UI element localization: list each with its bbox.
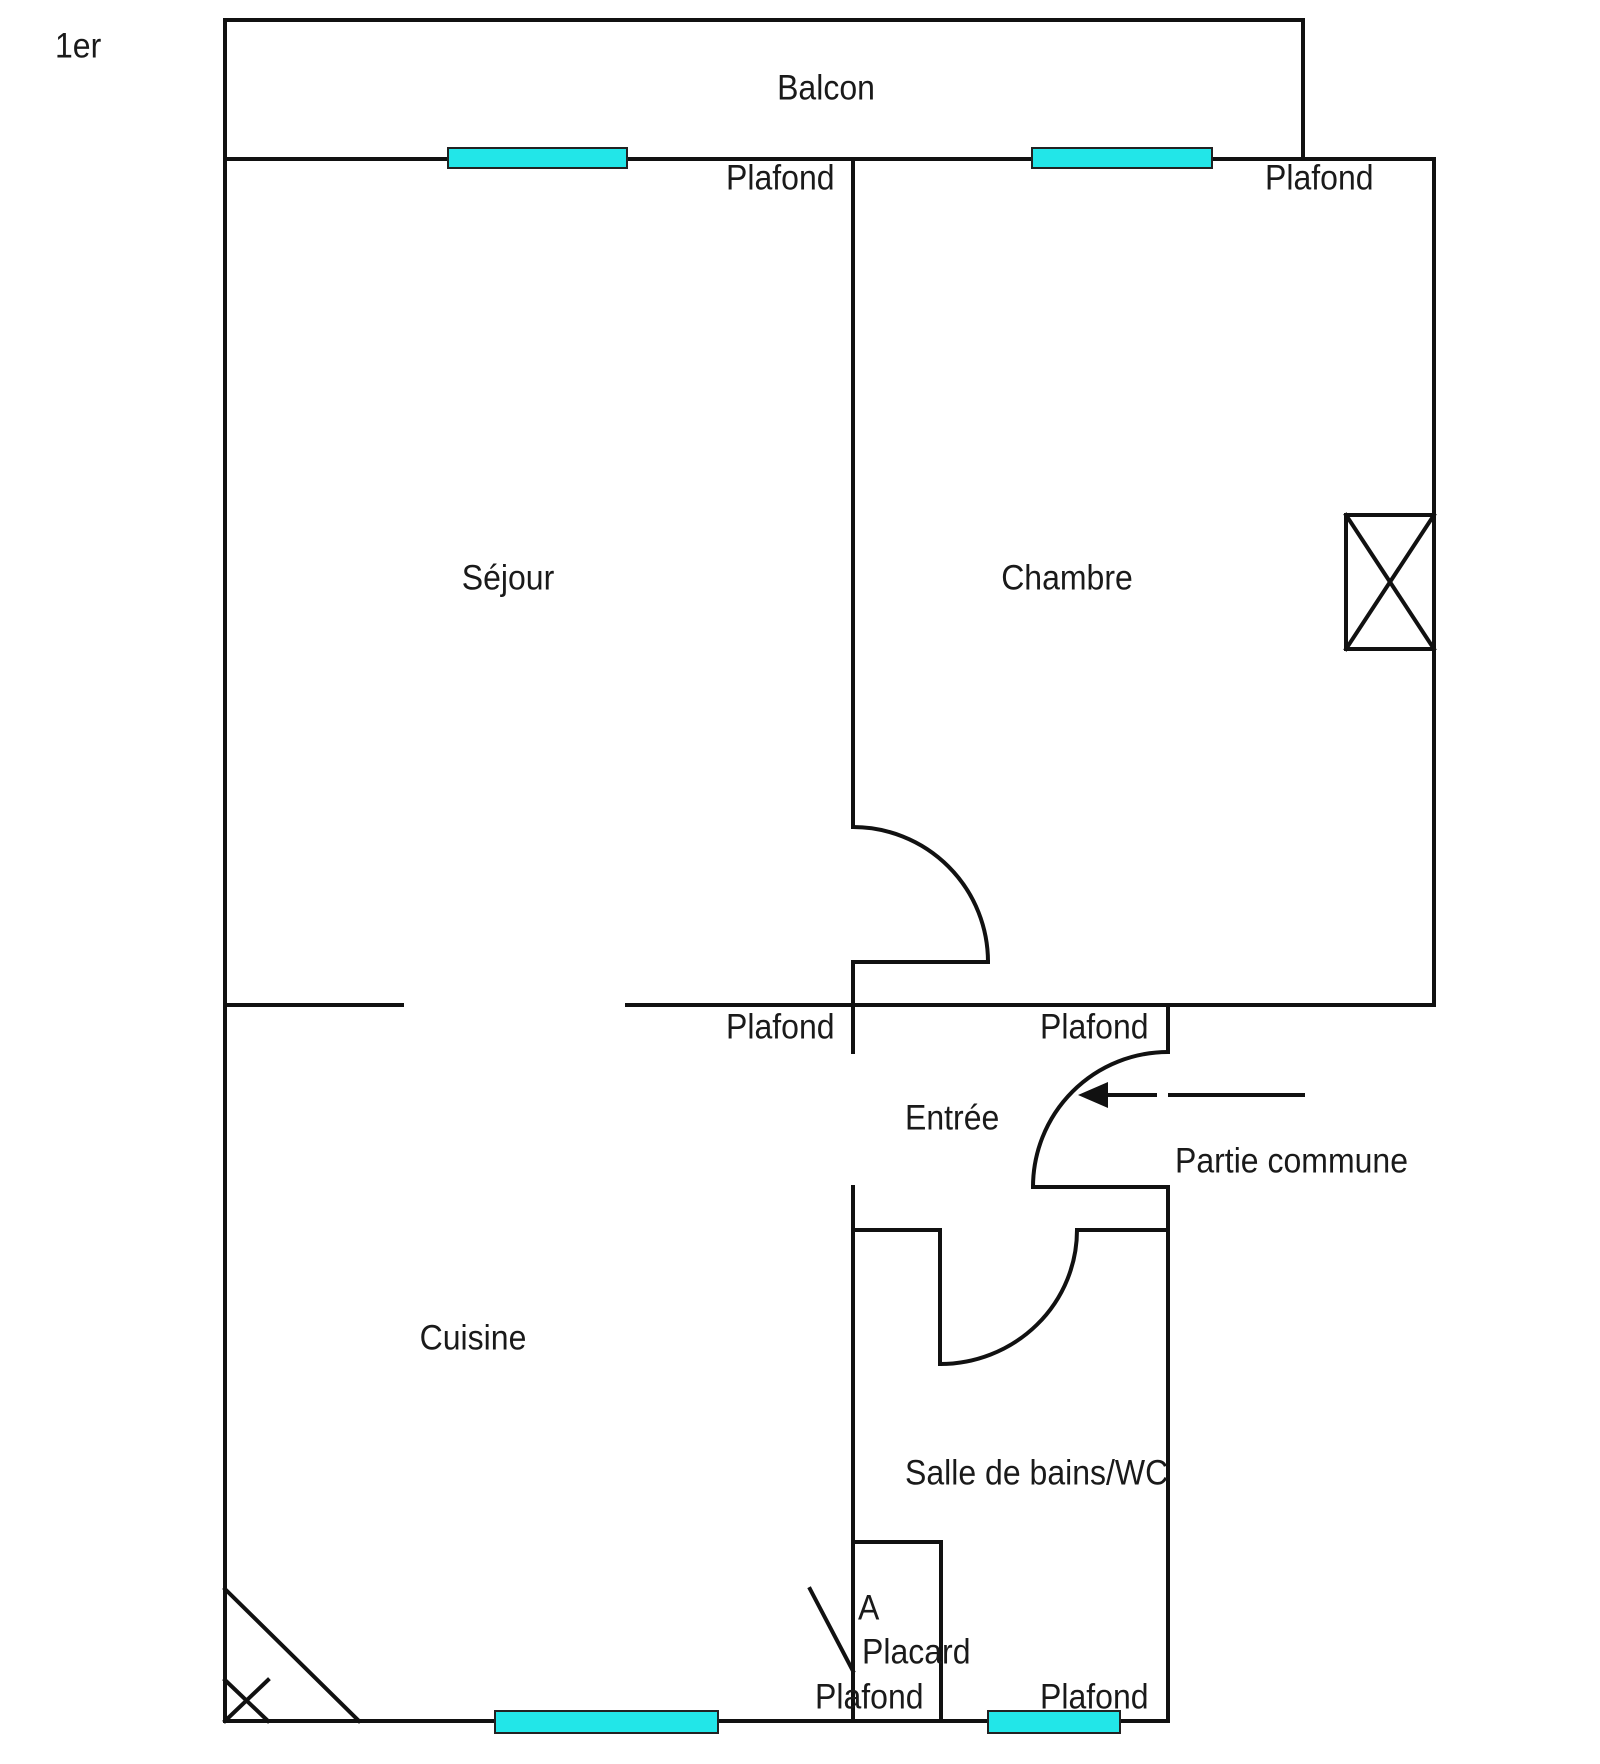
window-sejour [447,147,628,169]
door-chambre-swing [850,824,991,965]
label-partie-commune: Partie commune [1175,1140,1408,1181]
door-bath-swing [937,1227,1080,1367]
label-plafond: Plafond [1265,157,1374,198]
label-plafond: Plafond [726,157,835,198]
room-label-entree: Entrée [905,1097,1000,1138]
room-label-sejour: Séjour [461,557,555,598]
label-plafond: Plafond [726,1006,835,1047]
room-label-placard: Placard [862,1631,971,1672]
label-plafond: Plafond [1040,1676,1149,1717]
kitchen-corner-cross-2 [222,1677,271,1724]
chimney-cross-2 [1343,512,1437,652]
label-plafond: Plafond [1040,1006,1149,1047]
window-chambre [1031,147,1213,169]
label-plafond: Plafond [815,1676,924,1717]
room-label-cuisine: Cuisine [419,1317,527,1358]
placard-door-slash [807,1586,856,1674]
room-label-balcon: Balcon [777,67,875,108]
chimney-box [1344,513,1436,651]
entrance-arrow-head [1078,1082,1108,1108]
balcony-outline [223,18,1305,161]
window-cuisine [494,1710,719,1734]
room-label-salle-de-bains: Salle de bains/WC [905,1452,1169,1493]
placard-outline [851,1540,943,1723]
window-bath [987,1710,1121,1734]
floor-label: 1er [55,25,102,66]
kitchen-corner-diagonal [222,1586,362,1724]
room-label-chambre: Chambre [1001,557,1133,598]
door-entrance-swing [1030,1049,1171,1190]
placard-mark: A [858,1587,880,1628]
